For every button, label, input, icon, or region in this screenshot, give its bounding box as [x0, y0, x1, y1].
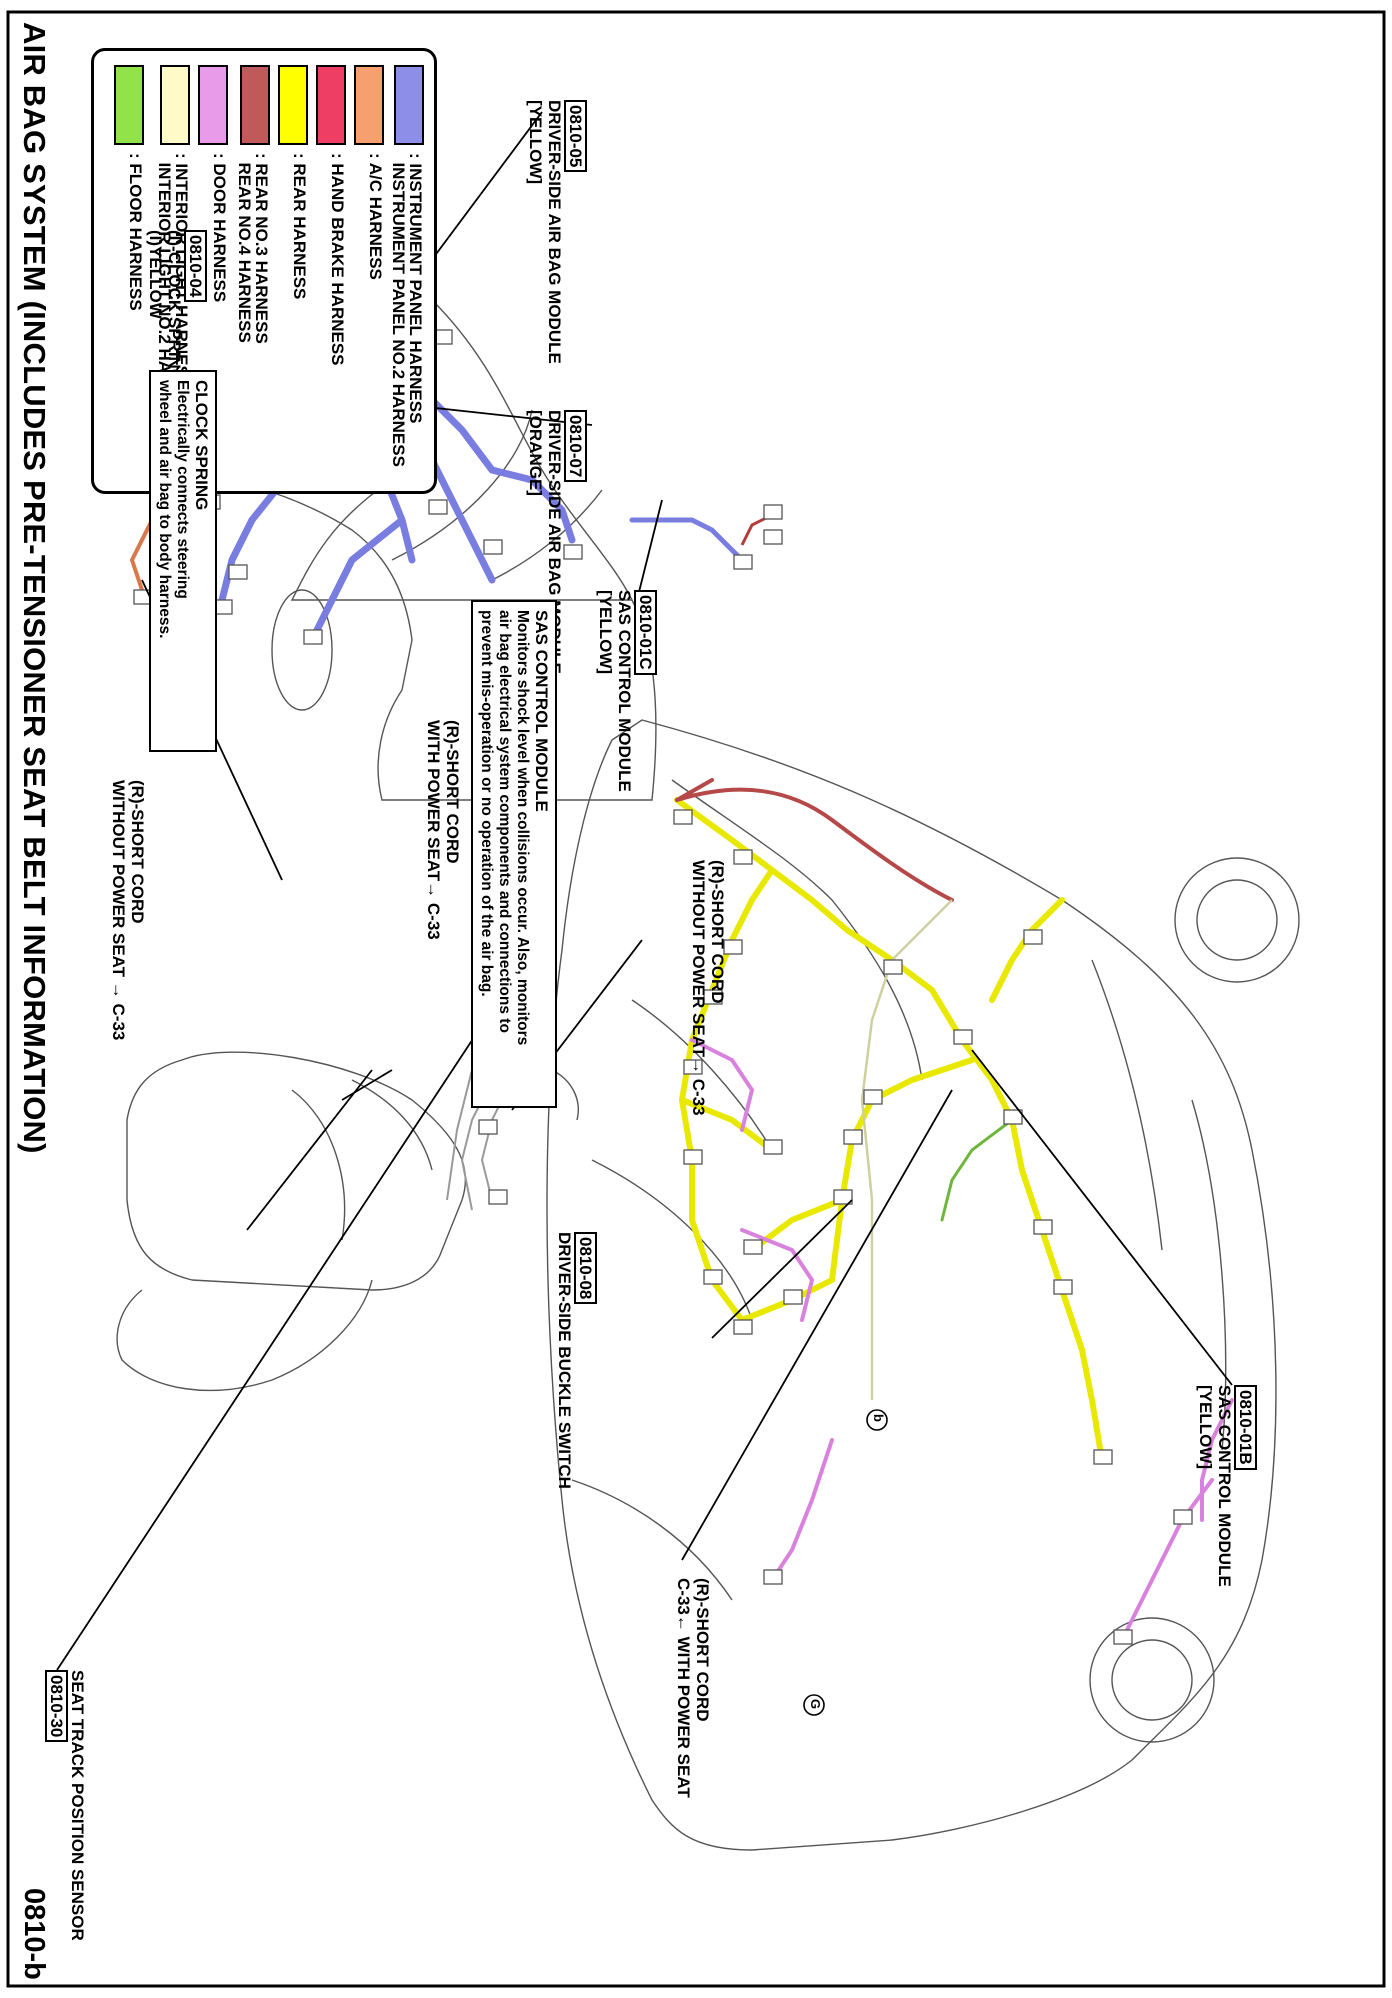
info-box-line: air bag electrical system components and…	[496, 610, 513, 1033]
legend-item-floor: : FLOOR HARNESS	[114, 65, 145, 311]
legend-item-rear: : REAR HARNESS	[278, 65, 309, 300]
floor-harness	[940, 1118, 1014, 1222]
connector-id: 0810-01C	[634, 590, 657, 675]
column-harness	[629, 517, 745, 563]
legend-label: : REAR NO.3 HARNESS	[252, 153, 271, 344]
legend-swatch	[394, 65, 424, 145]
marker-b: b	[871, 1414, 886, 1422]
callout-label: [YELLOW]	[596, 590, 615, 675]
callout-driver-airbag-05: 0810-05 DRIVER-SIDE AIR BAG MODULE [YELL…	[526, 100, 587, 364]
info-box-clock-spring: CLOCK SPRING Electrically connects steer…	[149, 370, 217, 752]
legend-item-instrument-panel: : INSTRUMENT PANEL HARNESS INSTRUMENT PA…	[389, 65, 425, 467]
legend-swatch	[198, 65, 228, 145]
short-cord-label: WITH POWER SEAT→ C-33	[424, 720, 443, 940]
legend-item-ac: : A/C HARNESS	[354, 65, 385, 280]
harness-legend: : INSTRUMENT PANEL HARNESS INSTRUMENT PA…	[91, 48, 437, 494]
connector-id: 0810-01B	[1234, 1385, 1257, 1470]
legend-item-door: : DOOR HARNESS	[198, 65, 229, 303]
info-box-title: SAS CONTROL MODULE	[532, 610, 551, 812]
info-box-line: Electrically connects steering	[174, 380, 191, 599]
legend-label: : HAND BRAKE HARNESS	[328, 153, 347, 366]
callout-label: (I)-CLOCK SPRING	[165, 230, 184, 383]
legend-label: REAR NO.4 HARNESS	[235, 153, 254, 343]
short-cord-car-with: (R)-SHORT CORD C-33← WITH POWER SEAT	[674, 1578, 712, 1798]
short-cord-label: (R)-SHORT CORD	[708, 860, 727, 1004]
callout-label: SEAT TRACK POSITION SENSOR	[68, 1670, 87, 1941]
short-cord-seat-without: (R)-SHORT CORD WITHOUT POWER SEAT → C-33	[109, 780, 147, 1040]
legend-swatch	[278, 65, 308, 145]
short-cord-label: (R)-SHORT CORD	[128, 780, 147, 924]
short-cord-label: WITHOUT POWER SEAT → C-33	[109, 780, 128, 1041]
seat-drawing	[116, 1051, 579, 1392]
legend-swatch	[316, 65, 346, 145]
legend-label: INSTRUMENT PANEL NO.2 HARNESS	[389, 153, 408, 467]
callout-label: DRIVER-SIDE AIR BAG MODULE	[545, 100, 564, 364]
short-cord-label: C-33← WITH POWER SEAT	[674, 1578, 693, 1798]
legend-label: : A/C HARNESS	[366, 153, 385, 280]
callout-seat-track-30: SEAT TRACK POSITION SENSOR 0810-30	[45, 1670, 87, 1941]
connector-id: 0810-08	[574, 1232, 597, 1305]
info-box-line: Monitors shock level when collisions occ…	[514, 610, 531, 1046]
info-box-title: CLOCK SPRING	[192, 380, 211, 511]
car-body-drawing	[546, 719, 1300, 1851]
legend-item-rear-no3: : REAR NO.3 HARNESS REAR NO.4 HARNESS	[235, 65, 271, 344]
connector-id: 0810-07	[564, 410, 587, 483]
short-cord-car-without: (R)-SHORT CORD WITHOUT POWER SEAT→ C-33	[689, 860, 727, 1116]
legend-swatch	[354, 65, 384, 145]
callout-label: SAS CONTROL MODULE	[615, 590, 634, 792]
marker-g: G	[808, 1699, 823, 1710]
callout-label: (I)YELLOW	[146, 230, 165, 319]
marker-circles	[803, 1409, 888, 1716]
callout-label: [YELLOW]	[526, 100, 545, 185]
short-cord-label: (R)-SHORT CORD	[443, 720, 462, 864]
legend-label: : REAR HARNESS	[290, 153, 309, 300]
legend-label: : DOOR HARNESS	[210, 153, 229, 303]
connector-id: 0810-05	[564, 100, 587, 173]
info-box-line: prevent mis-operation or no operation of…	[478, 610, 495, 997]
callout-sas-01c: 0810-01C SAS CONTROL MODULE [YELLOW]	[596, 590, 657, 792]
car-connectors	[673, 809, 1193, 1645]
callout-buckle-08: 0810-08 DRIVER-SIDE BUCKLE SWITCH	[555, 1232, 597, 1489]
legend-swatch	[240, 65, 270, 145]
connector-id: 0810-30	[45, 1670, 68, 1743]
callout-sas-01b: 0810-01B SAS CONTROL MODULE [YELLOW]	[1196, 1385, 1257, 1587]
connector-id: 0810-04	[184, 230, 207, 303]
door-harness	[690, 1038, 1234, 1642]
rear-no3-harness	[675, 778, 954, 902]
legend-label: : FLOOR HARNESS	[126, 153, 145, 311]
info-box-sas-module: SAS CONTROL MODULE Monitors shock level …	[471, 600, 557, 1108]
callout-label: [YELLOW]	[1196, 1385, 1215, 1470]
callout-label: DRIVER-SIDE BUCKLE SWITCH	[555, 1232, 574, 1489]
short-cord-label: WITHOUT POWER SEAT→ C-33	[689, 860, 708, 1116]
legend-swatch	[114, 65, 144, 145]
short-cord-label: (R)-SHORT CORD	[693, 1578, 712, 1722]
short-cord-seat-with: (R)-SHORT CORD WITH POWER SEAT→ C-33	[424, 720, 462, 940]
callout-clock-spring-connector: 0810-04 (I)-CLOCK SPRING (I)YELLOW	[146, 230, 207, 382]
legend-item-hand-brake: : HAND BRAKE HARNESS	[316, 65, 347, 366]
callout-label: SAS CONTROL MODULE	[1215, 1385, 1234, 1587]
legend-label: : INSTRUMENT PANEL HARNESS	[406, 153, 425, 424]
legend-swatch	[160, 65, 190, 145]
info-box-line: wheel and air bag to body harness.	[156, 380, 173, 639]
